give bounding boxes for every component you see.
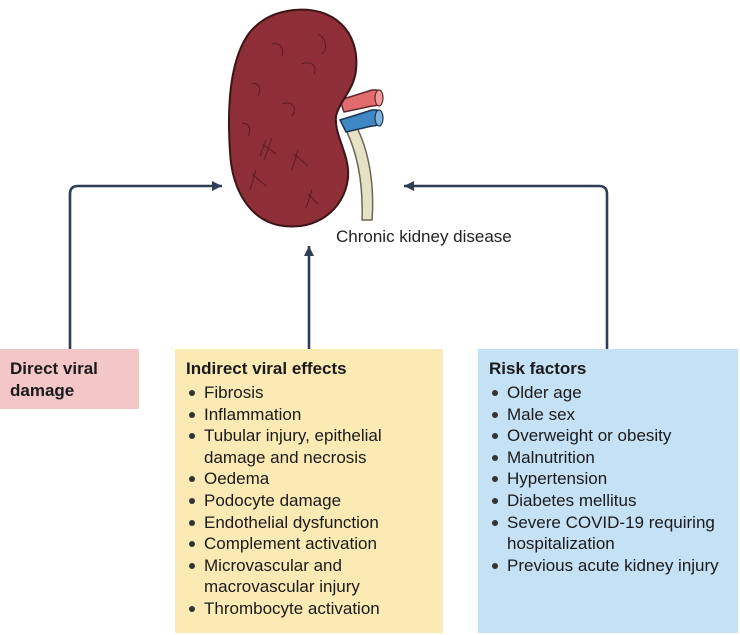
list-item: Podocyte damage bbox=[186, 490, 433, 512]
ureter bbox=[345, 120, 374, 221]
kidney-body bbox=[228, 8, 358, 228]
list-item: Inflammation bbox=[186, 404, 433, 426]
direct-viral-damage-box: Direct viral damage bbox=[0, 349, 139, 409]
list-item: Oedema bbox=[186, 468, 433, 490]
indirect-viral-effects-title: Indirect viral effects bbox=[186, 359, 347, 378]
risk-factors-title: Risk factors bbox=[489, 359, 587, 378]
indirect-viral-effects-list: Fibrosis Inflammation Tubular injury, ep… bbox=[186, 382, 433, 620]
list-item: Hypertension bbox=[489, 468, 728, 490]
list-item: Severe COVID-19 requiring hospitalizatio… bbox=[489, 512, 728, 555]
kidney-icon bbox=[228, 8, 384, 228]
list-item: Fibrosis bbox=[186, 382, 433, 404]
arrow-direct-to-kidney bbox=[68, 181, 222, 349]
list-item: Older age bbox=[489, 382, 728, 404]
list-item: Male sex bbox=[489, 404, 728, 426]
list-item: Microvascular and macrovascular injury bbox=[186, 555, 433, 598]
risk-factors-list: Older age Male sex Overweight or obesity… bbox=[489, 382, 728, 576]
arrow-risk-to-kidney bbox=[404, 181, 609, 349]
list-item: Complement activation bbox=[186, 533, 433, 555]
list-item: Thrombocyte activation bbox=[186, 598, 433, 620]
direct-viral-damage-title: Direct viral damage bbox=[10, 359, 98, 400]
list-item: Tubular injury, epithelial damage and ne… bbox=[186, 425, 433, 468]
list-item: Malnutrition bbox=[489, 447, 728, 469]
list-item: Previous acute kidney injury bbox=[489, 555, 728, 577]
list-item: Diabetes mellitus bbox=[489, 490, 728, 512]
indirect-viral-effects-box: Indirect viral effects Fibrosis Inflamma… bbox=[175, 349, 443, 633]
kidney-caption: Chronic kidney disease bbox=[336, 227, 512, 246]
list-item: Overweight or obesity bbox=[489, 425, 728, 447]
list-item: Endothelial dysfunction bbox=[186, 512, 433, 534]
risk-factors-box: Risk factors Older age Male sex Overweig… bbox=[478, 349, 738, 633]
